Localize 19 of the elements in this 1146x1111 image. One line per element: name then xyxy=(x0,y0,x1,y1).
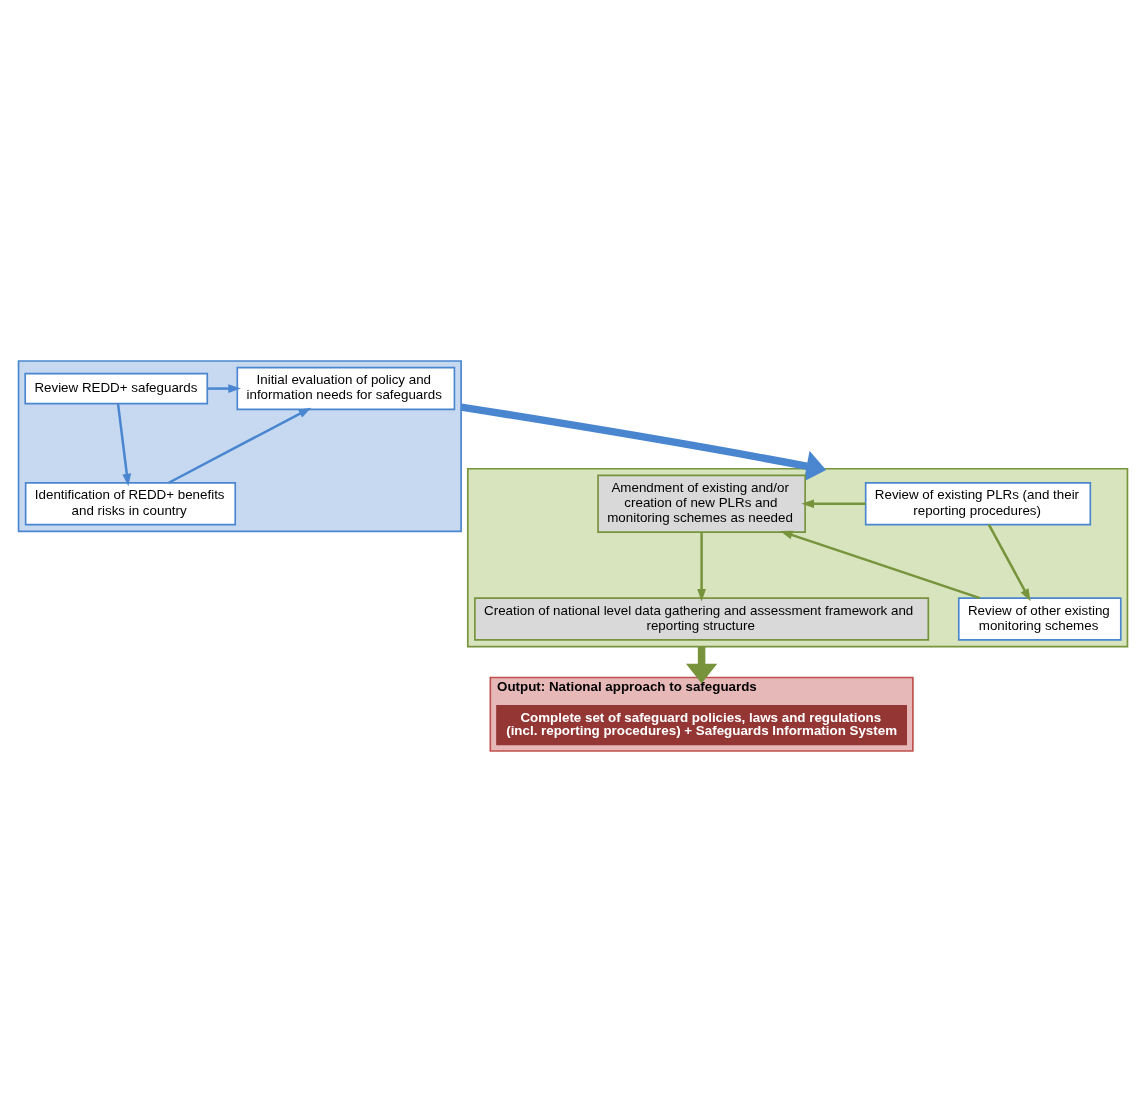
arrow xyxy=(780,530,981,599)
node-box: Complete set of safeguard policies, laws and regulations (incl. reporting procedures) + Safeguards Information System xyxy=(496,704,907,745)
arrow xyxy=(460,402,827,481)
arrow xyxy=(168,407,312,484)
arrow xyxy=(697,531,706,602)
arrow xyxy=(116,403,132,486)
cluster xyxy=(17,359,462,532)
node-box: Creation of national level data gathering and assessment framework and reporting structure xyxy=(474,596,930,641)
node-box: Review REDD+ safeguards xyxy=(24,372,209,404)
cluster xyxy=(466,467,1129,647)
node-box: Identification of REDD+ benefits and risks in country xyxy=(24,481,237,526)
node-box: Amendment of existing and/or creation of new PLRs and monitoring schemes as needed xyxy=(597,474,806,533)
node-box: Initial evaluation of policy and information needs for safeguards xyxy=(236,366,456,410)
arrow xyxy=(801,498,866,508)
node-box: Review of existing PLRs (and their reporting procedures) xyxy=(864,481,1092,526)
arrow xyxy=(207,383,241,393)
arrow xyxy=(987,523,1031,601)
node-box: Review of other existing monitoring schemes xyxy=(957,596,1122,641)
arrow xyxy=(685,646,718,684)
